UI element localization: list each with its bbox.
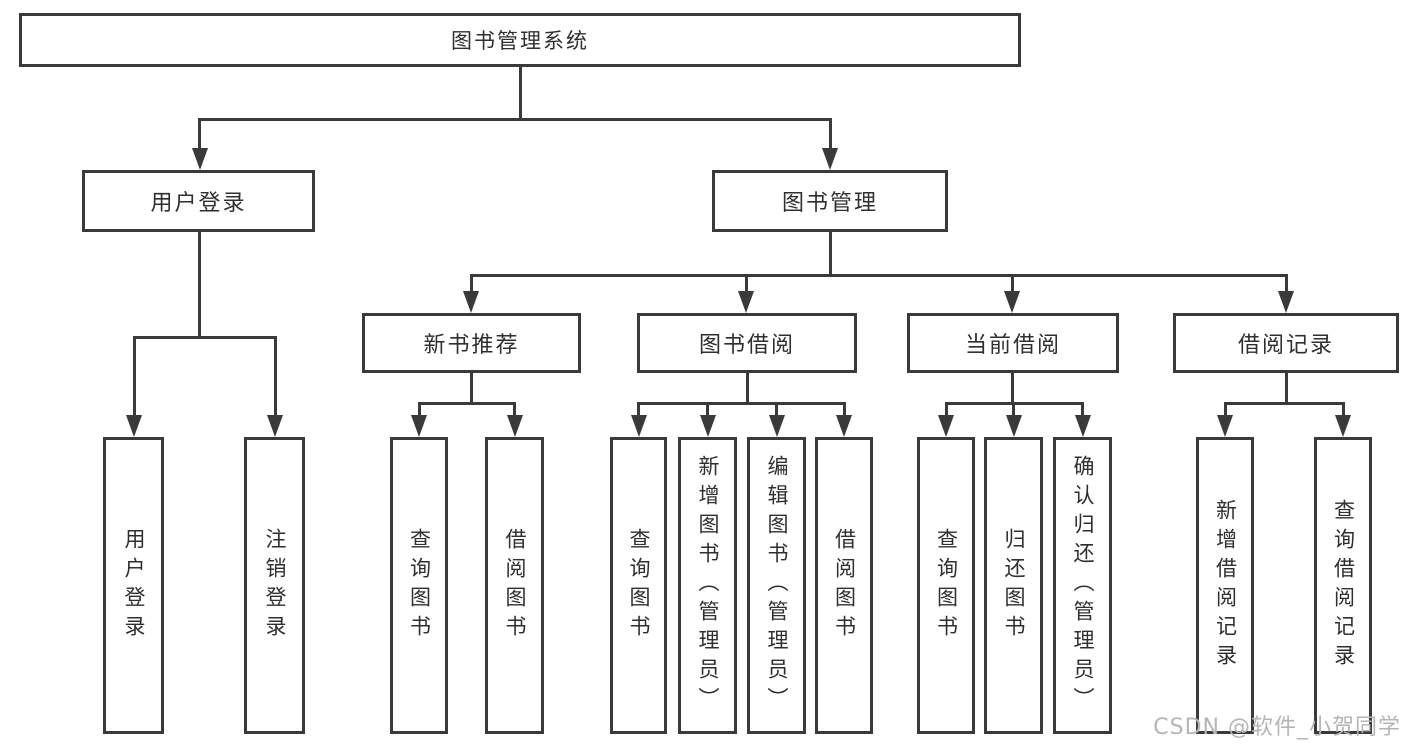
- leaf-user-login: 用户登录: [103, 437, 164, 734]
- connector-line: [469, 373, 473, 404]
- arrow-down-icon: [1004, 291, 1020, 313]
- arrow-down-icon: [938, 415, 954, 437]
- connector-line: [197, 118, 832, 121]
- arrow-down-icon: [1217, 415, 1233, 437]
- connector-line: [518, 67, 522, 120]
- leaf-newrec-borrow-book: 借阅图书: [485, 437, 544, 734]
- connector-line: [513, 402, 516, 419]
- leaf-records-add-record: 新增借阅记录: [1196, 437, 1254, 734]
- leaf-newrec-query-book: 查询图书: [390, 437, 448, 734]
- arrow-down-icon: [836, 415, 852, 437]
- leaf-current-confirm-return-admin: 确认归还（管理员）: [1053, 437, 1112, 734]
- connector-line: [469, 274, 1288, 277]
- connector-line: [637, 402, 845, 405]
- arrow-down-icon: [630, 415, 647, 437]
- connector-line: [944, 402, 948, 419]
- connector-line: [1081, 402, 1084, 419]
- node-root: 图书管理系统: [19, 13, 1021, 67]
- leaf-logout: 注销登录: [244, 437, 305, 734]
- connector-line: [828, 118, 832, 152]
- connector-line: [1223, 402, 1345, 405]
- leaf-borrow-add-book-admin: 新增图书（管理员）: [678, 437, 737, 734]
- arrow-down-icon: [267, 415, 283, 437]
- leaf-current-return-book: 归还图书: [984, 437, 1043, 734]
- arrow-down-icon: [1278, 291, 1294, 313]
- arrow-down-icon: [768, 415, 785, 437]
- connector-line: [775, 402, 778, 419]
- leaf-records-query-record: 查询借阅记录: [1314, 437, 1372, 734]
- arrow-down-icon: [463, 291, 479, 313]
- connector-line: [198, 118, 201, 152]
- arrow-down-icon: [191, 148, 208, 170]
- connector-line: [1284, 274, 1288, 295]
- connector-line: [745, 373, 749, 404]
- connector-line: [842, 402, 846, 419]
- connector-line: [1011, 373, 1014, 404]
- connector-line: [417, 402, 421, 419]
- connector-line: [273, 336, 277, 419]
- node-borrow-records: 借阅记录: [1173, 313, 1399, 373]
- node-book-management: 图书管理: [712, 170, 948, 232]
- connector-line: [1223, 402, 1227, 419]
- arrow-down-icon: [126, 415, 142, 437]
- arrow-down-icon: [699, 415, 716, 437]
- connector-line: [1341, 402, 1345, 419]
- leaf-borrow-edit-book-admin: 编辑图书（管理员）: [747, 437, 806, 734]
- leaf-borrow-query-book: 查询图书: [610, 437, 667, 734]
- arrow-down-icon: [1335, 415, 1351, 437]
- connector-line: [744, 274, 748, 295]
- leaf-borrow-borrow-book: 借阅图书: [815, 437, 873, 734]
- connector-line: [132, 336, 136, 419]
- node-user-login: 用户登录: [82, 170, 315, 232]
- node-book-borrow: 图书借阅: [637, 313, 857, 373]
- connector-line: [469, 274, 473, 295]
- node-current-borrow: 当前借阅: [907, 313, 1119, 373]
- csdn-watermark: CSDN @软件_小贺同学: [1153, 715, 1401, 740]
- connector-line: [1284, 373, 1288, 404]
- connector-line: [1012, 402, 1015, 419]
- connector-line: [637, 402, 640, 419]
- connector-line: [828, 232, 832, 277]
- connector-line: [706, 402, 709, 419]
- arrow-down-icon: [1005, 415, 1022, 437]
- arrow-down-icon: [822, 148, 838, 170]
- connector-line: [198, 232, 201, 339]
- connector-line: [1010, 274, 1014, 295]
- arrow-down-icon: [506, 415, 523, 437]
- arrow-down-icon: [411, 415, 427, 437]
- arrow-down-icon: [738, 291, 754, 313]
- connector-line: [417, 402, 516, 405]
- connector-line: [132, 336, 277, 339]
- node-new-book-recommend: 新书推荐: [362, 313, 581, 373]
- leaf-current-query-book: 查询图书: [917, 437, 975, 734]
- arrow-down-icon: [1074, 415, 1091, 437]
